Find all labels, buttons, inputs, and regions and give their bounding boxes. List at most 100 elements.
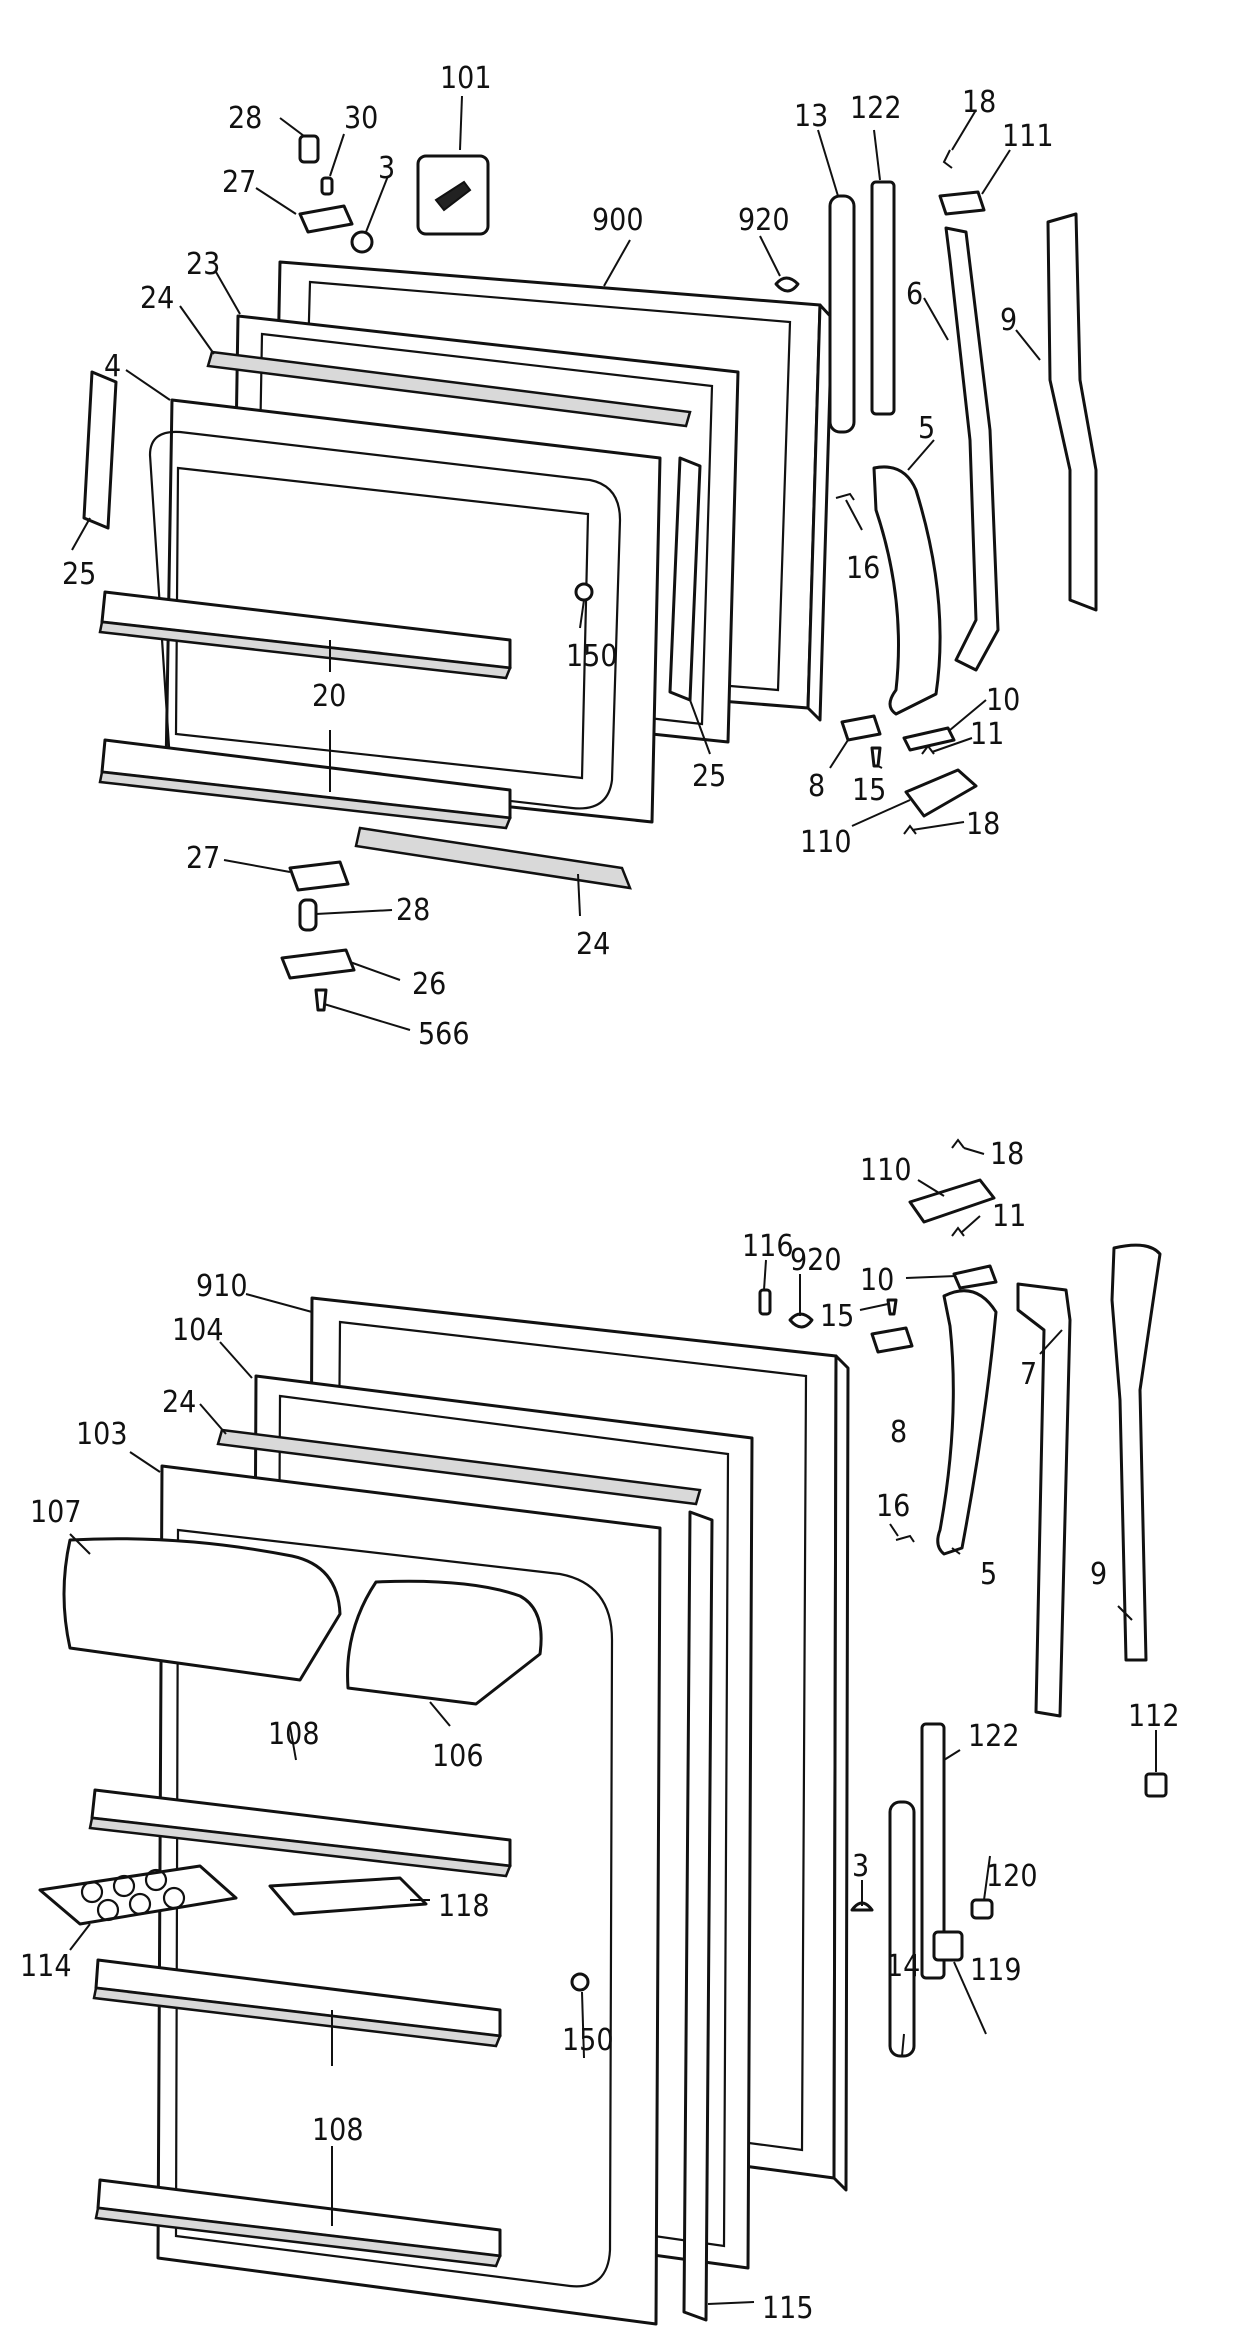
part-28-pin [298,898,318,932]
callout-label: 122 [968,1719,1020,1754]
part-26-hinge-plate [280,948,356,980]
callout-label: 25 [62,557,96,592]
callout-label: 10 [860,1263,894,1298]
callout-label: 20 [312,679,346,714]
callout-label: 13 [794,99,828,134]
callout-label: 110 [860,1153,912,1188]
part-20-lower-shelf [98,738,512,830]
part-116-screw [758,1288,772,1316]
callout-labels-top: 28 30 101 27 3 900 920 13 122 18 111 23 … [62,61,1054,1052]
part-112-clip [1144,1772,1168,1798]
part-8-cap-top [840,714,882,742]
callout-label: 15 [852,773,886,808]
callout-label: 24 [576,927,610,962]
callout-label: 108 [268,1717,320,1752]
callout-label: 4 [104,349,121,384]
callout-label: 920 [738,203,790,238]
callout-label: 11 [970,717,1004,752]
callout-label: 14 [886,1949,920,1984]
callout-label: 114 [20,1949,72,1984]
callout-label: 25 [692,759,726,794]
part-11-screw-bottom [951,1226,965,1237]
callout-label: 11 [992,1199,1026,1234]
callout-label: 6 [906,277,923,312]
part-25-left-strip [82,370,118,530]
part-150-clip-bottom [570,1972,590,1992]
callout-labels-bottom: 110 18 11 116 920 10 15 910 104 24 103 1… [20,1137,1180,2326]
callout-label: 910 [196,1269,248,1304]
callout-label: 18 [962,85,996,120]
callout-label: 5 [980,1557,997,1592]
part-24-upper-rail-bottom [216,1428,702,1506]
part-106-bin-right [346,1579,543,1706]
part-101-recess [416,154,490,236]
callout-label: 3 [852,1849,869,1884]
part-20-upper-shelf [98,590,512,680]
callout-label: 108 [312,2113,364,2148]
callout-label: 27 [186,841,220,876]
callout-label: 110 [800,825,852,860]
callout-label: 8 [890,1415,907,1450]
callout-label: 107 [30,1495,82,1530]
part-118-butter-tray [268,1876,428,1916]
part-24-lower-rail [354,826,632,890]
callout-label: 111 [1002,119,1054,154]
part-119-block [932,1930,964,1962]
callout-label: 112 [1128,1699,1180,1734]
part-8-cap-bottom [870,1326,914,1354]
part-7-handle-bracket [1016,1282,1072,1718]
callout-label: 120 [986,1859,1038,1894]
callout-label: 10 [986,683,1020,718]
callout-label: 26 [412,967,446,1002]
callout-label: 8 [808,769,825,804]
part-18-screw-top [942,149,953,169]
part-16-clip-bottom [895,1534,915,1543]
callout-label: 115 [762,2291,814,2326]
callout-label: 18 [966,807,1000,842]
part-9-handle-trim [1046,212,1098,612]
part-110-cover-bottom [908,1178,996,1224]
part-30-screw-top [320,176,334,196]
callout-label: 920 [790,1243,842,1278]
callout-label: 9 [1000,303,1017,338]
part-9-handle-trim-bottom [1110,1243,1162,1662]
part-920-plug-bottom [788,1312,814,1329]
part-16-clip-top [835,492,855,501]
fresh-food-door-assembly [38,1138,1168,2326]
callout-label: 119 [970,1953,1022,1988]
part-5-handle-top [872,465,942,716]
callout-label: 150 [562,2023,614,2058]
part-110-cover-top [904,768,978,818]
part-6-handle [944,226,1000,672]
part-3-plug-top [350,230,374,254]
part-920-plug [774,276,800,293]
part-150-clip-top [574,582,594,602]
leader-lines [69,95,1157,2305]
callout-label: 16 [876,1489,910,1524]
part-4-inner-liner [148,398,662,824]
part-18-screw-bottom [951,1138,965,1149]
callout-label: 150 [566,639,618,674]
part-108-shelf-upper [88,1788,512,1878]
callout-label: 900 [592,203,644,238]
callout-label: 24 [162,1385,196,1420]
callout-label: 9 [1090,1557,1107,1592]
part-122-strip-top [870,180,896,416]
callout-label: 28 [396,893,430,928]
part-10-plate-top [902,726,956,752]
part-115-strip [682,1510,714,2322]
part-108-shelf-middle [92,1958,502,2048]
callout-label: 27 [222,165,256,200]
part-27-hinge-top [298,204,354,234]
callout-label: 122 [850,91,902,126]
part-18-screw-bottom-top [903,824,917,835]
callout-label: 3 [378,151,395,186]
part-10-plate-bottom [952,1264,998,1290]
part-28-screw-top [298,134,320,164]
callout-label: 23 [186,247,220,282]
callout-label: 118 [438,1889,490,1924]
part-114-egg-tray [38,1864,238,1926]
callout-label: 30 [344,101,378,136]
